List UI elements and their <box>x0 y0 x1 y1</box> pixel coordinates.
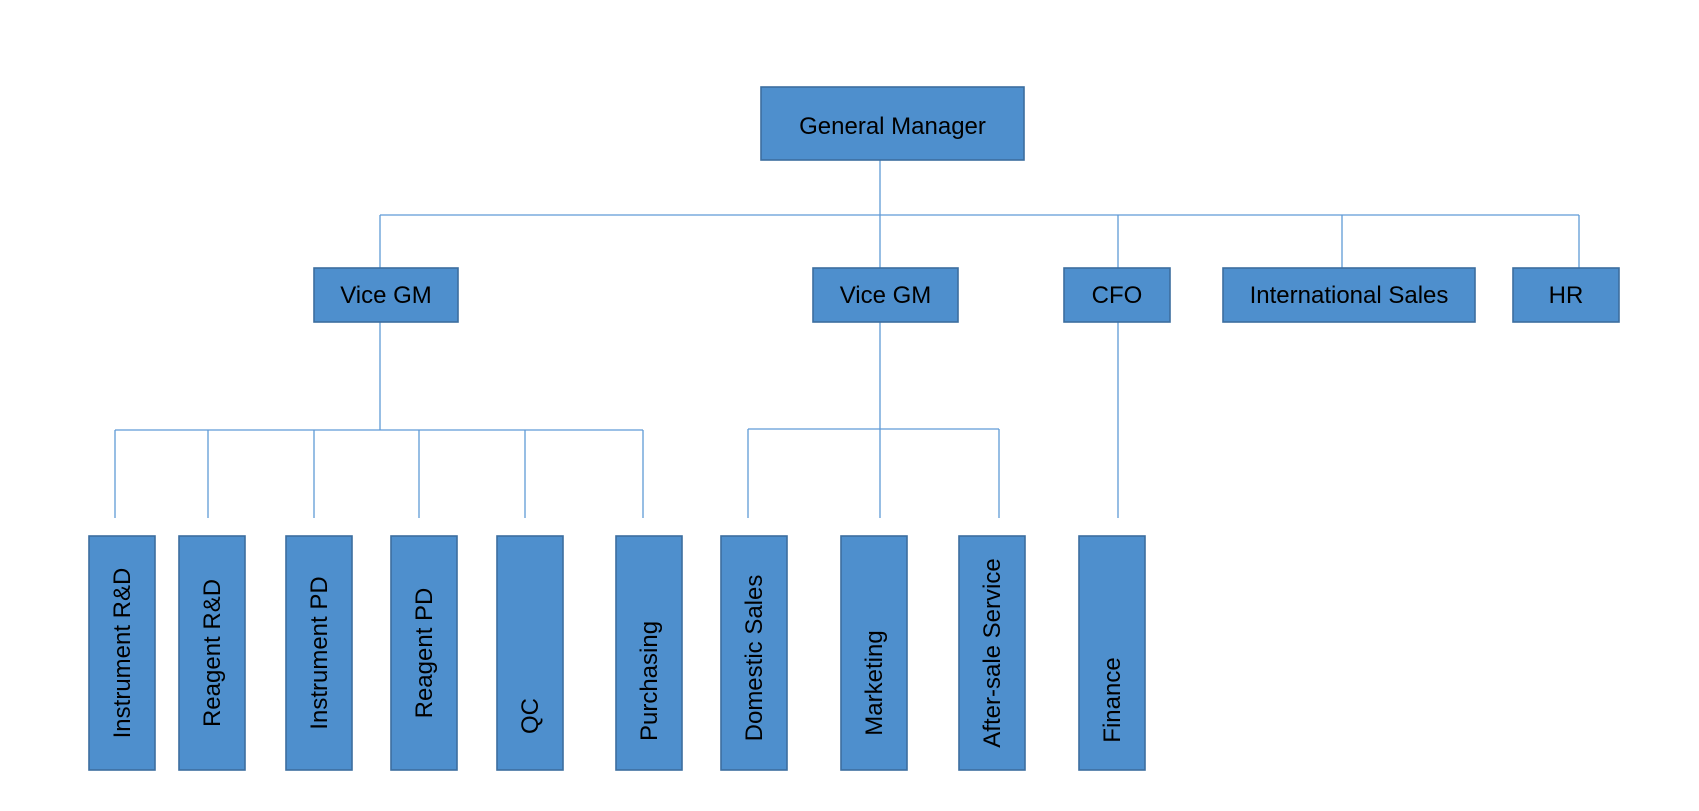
node-label: Vice GM <box>340 282 432 309</box>
node-box <box>1063 267 1171 323</box>
node-label: CFO <box>1092 282 1143 309</box>
node-label: Instrument PD <box>306 576 333 729</box>
node-label: Reagent PD <box>411 588 438 719</box>
node-purchasing: Purchasing <box>615 535 683 771</box>
node-vice-gm-1: Vice GM <box>313 267 459 323</box>
node-label: HR <box>1549 282 1584 309</box>
node-box <box>1078 535 1146 771</box>
node-instrument-pd: Instrument PD <box>285 535 353 771</box>
node-box <box>178 535 246 771</box>
node-label: Finance <box>1099 657 1126 742</box>
node-general-manager: General Manager <box>760 86 1025 161</box>
node-label: Domestic Sales <box>741 575 768 742</box>
node-box <box>812 267 959 323</box>
node-hr: HR <box>1512 267 1620 323</box>
node-qc: QC <box>496 535 564 771</box>
node-international-sales: International Sales <box>1222 267 1476 323</box>
connectors <box>114 160 1580 518</box>
node-box <box>88 535 156 771</box>
node-box <box>313 267 459 323</box>
node-domestic-sales: Domestic Sales <box>720 535 788 771</box>
node-box <box>760 86 1025 161</box>
node-after-sale-service: After-sale Service <box>958 535 1026 771</box>
node-label: International Sales <box>1250 282 1449 309</box>
node-box <box>615 535 683 771</box>
node-label: After-sale Service <box>979 558 1006 747</box>
node-box <box>1512 267 1620 323</box>
node-box <box>720 535 788 771</box>
node-vice-gm-2: Vice GM <box>812 267 959 323</box>
node-label: Instrument R&D <box>109 568 136 739</box>
node-box <box>496 535 564 771</box>
node-box <box>958 535 1026 771</box>
node-label: General Manager <box>799 113 986 140</box>
node-label: Purchasing <box>636 621 663 741</box>
node-box <box>1222 267 1476 323</box>
node-reagent-rd: Reagent R&D <box>178 535 246 771</box>
node-box <box>840 535 908 771</box>
node-box <box>285 535 353 771</box>
node-finance: Finance <box>1078 535 1146 771</box>
node-label: Vice GM <box>840 282 932 309</box>
node-box <box>390 535 458 771</box>
node-reagent-pd: Reagent PD <box>390 535 458 771</box>
node-instrument-rd: Instrument R&D <box>88 535 156 771</box>
node-label: Marketing <box>861 630 888 735</box>
node-label: Reagent R&D <box>199 579 226 727</box>
node-cfo: CFO <box>1063 267 1171 323</box>
node-label: QC <box>517 698 544 734</box>
node-marketing: Marketing <box>840 535 908 771</box>
